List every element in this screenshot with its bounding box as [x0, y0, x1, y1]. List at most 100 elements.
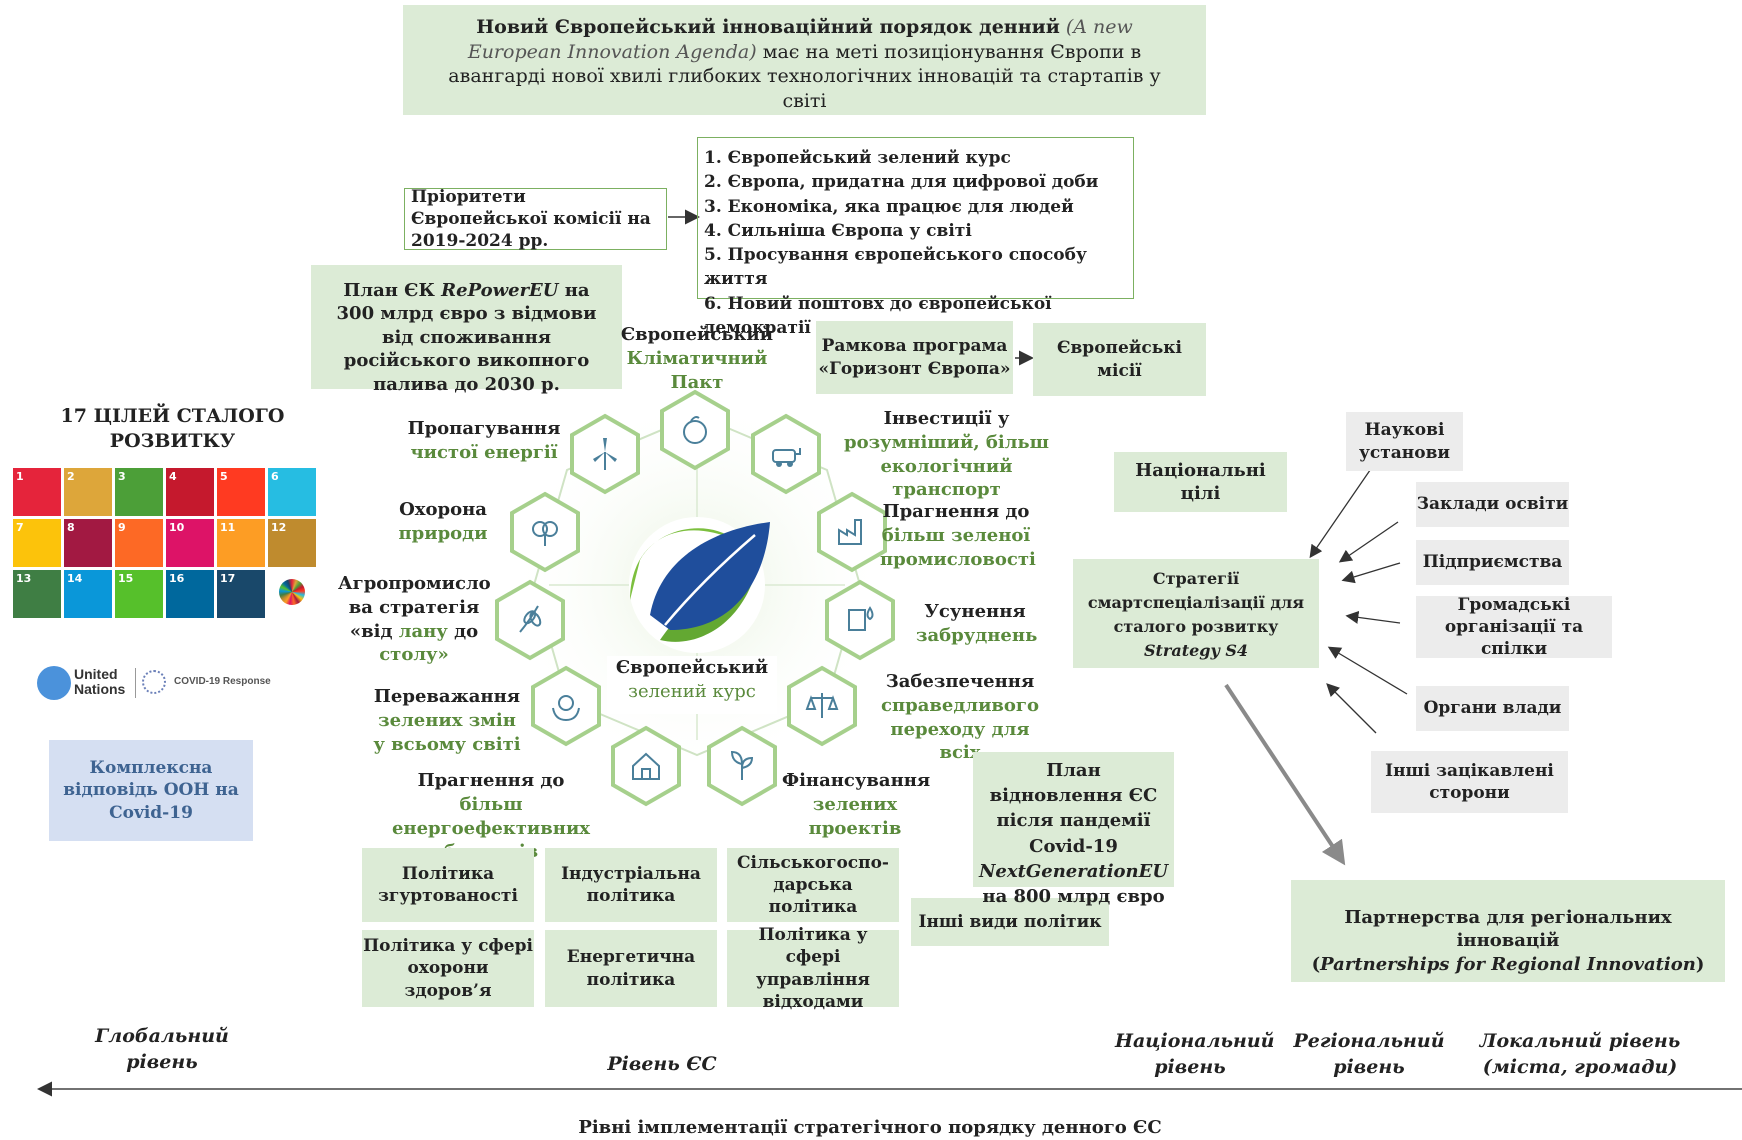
sdg-goal-tile: 3 — [115, 468, 163, 516]
industrial-policy-box: Індустріальна політика — [545, 848, 717, 922]
next-generation-eu-box: План відновлення ЄС після пандемії Covid… — [973, 752, 1174, 907]
green-deal-title: Європейський — [615, 657, 769, 678]
farm-text-b: до — [447, 620, 479, 642]
sdg-goal-tile: 2 — [64, 468, 112, 516]
level-local: Локальний рівень (міста, громади) — [1479, 1030, 1681, 1078]
level-national: Національний рівень — [1115, 1030, 1275, 1078]
pollution-title: Усунення — [924, 601, 1026, 622]
nature-subtitle: природи — [398, 522, 488, 544]
farm-text-green1: лану — [398, 620, 448, 642]
global-change-subtitle: зелених змін у всьому світі — [373, 709, 521, 755]
sdg-goal-tile: 4 — [166, 468, 214, 516]
waste-policy-box: Політика у сфері управління відходами — [727, 925, 899, 1012]
strategy-s4-description: Стратегії смартспеціалізації для сталого… — [1087, 569, 1305, 636]
industry-icon — [817, 491, 887, 573]
buildings-green1: більш — [459, 793, 523, 815]
sdg-goal-tile: 16 — [166, 570, 214, 618]
strategy-s4-name: Strategy S4 — [1143, 641, 1249, 660]
priority-item: 6. Новий поштовх до європейської демокра… — [704, 293, 1052, 339]
commission-priorities-label: Пріоритети Європейської комісії на 2019-… — [404, 187, 667, 251]
priority-item: 4. Сильніша Європа у світі — [704, 220, 972, 241]
sdg-goal-tile: 14 — [64, 570, 112, 618]
farm-to-fork-label: Агропромисло ва стратегія «від лану до с… — [338, 572, 491, 667]
stakeholder-authorities: Органи влади — [1416, 686, 1569, 731]
green-deal-center-caption: Європейський зелений курс — [607, 656, 777, 714]
finance-icon — [707, 725, 777, 807]
sdg-title: 17 ЦІЛЕЙ СТАЛОГО РОЗВИТКУ — [60, 405, 285, 453]
logo-divider — [135, 668, 136, 698]
partnerships-box: Партнерства для регіональних інновацій (… — [1291, 880, 1725, 982]
priorities-list: 1. Європейський зелений курс 2. Європа, … — [697, 137, 1134, 338]
sdg-goal-tile: 1 — [13, 468, 61, 516]
repowereu-box: План ЄК RePowerEU на 300 млрд євро з від… — [311, 265, 622, 395]
priority-item: 5. Просування європейського способу житт… — [704, 245, 1087, 290]
priority-item: 3. Економіка, яка працює для людей — [704, 196, 1074, 217]
agricultural-policy-box: Сільськогоспо-дарська політика — [727, 848, 899, 922]
next-gen-amount: на 800 млрд євро — [982, 885, 1165, 907]
repowereu-name: RePowerEU — [441, 280, 559, 301]
sdg-goal-tile: 17 — [217, 570, 265, 618]
un-emblem-icon — [37, 666, 71, 700]
farm-icon — [495, 579, 565, 661]
global-change-title: Переважання — [373, 686, 521, 707]
clean-energy-subtitle: чистої енергії — [410, 441, 558, 463]
stakeholder-civil-society: Громадські організації та спілки — [1416, 595, 1612, 659]
stakeholder-enterprises: Підприємства — [1416, 540, 1569, 585]
innovation-agenda-box: Новий Європейський інноваційний порядок … — [403, 5, 1206, 115]
national-goals-box: Національні цілі — [1114, 452, 1287, 512]
climate-pact-title: Європейський — [620, 324, 774, 345]
sdg-goal-tile: 9 — [115, 519, 163, 567]
nature-icon — [510, 491, 580, 573]
industry-subtitle: більш зеленої промисловості — [880, 524, 1036, 570]
covid-response-icon — [142, 670, 166, 694]
axis-title: Рівні імплементації стратегічного порядк… — [578, 1117, 1162, 1138]
strategy-s4-box: Стратегії смартспеціалізації для сталого… — [1073, 559, 1319, 668]
global-change-icon — [531, 665, 601, 747]
stakeholder-others: Інші зацікавлені сторони — [1371, 751, 1568, 813]
european-missions-box: Європейські місії — [1033, 323, 1206, 396]
farm-text-a: Агропромисло ва стратегія «від — [338, 573, 491, 642]
level-global: Глобальний рівень — [95, 1025, 229, 1073]
transport-icon — [751, 413, 821, 495]
farm-text-green2: столу» — [379, 644, 449, 666]
clean-energy-title: Пропагування — [407, 418, 561, 439]
agenda-english-title: (A new European Innovation Agenda) — [467, 16, 1133, 63]
stakeholder-research-institutions: Наукові установи — [1346, 412, 1463, 471]
just-transition-title: Забезпечення — [885, 671, 1035, 692]
sdg-goal-tile: 12 — [268, 519, 316, 567]
transport-subtitle: розумніший, більш екологічний транспорт — [844, 431, 1049, 501]
sdg-goal-tile: 10 — [166, 519, 214, 567]
sdg-goal-tile: 6 — [268, 468, 316, 516]
next-gen-name: NextGenerationEU — [978, 860, 1169, 882]
stakeholder-education: Заклади освіти — [1416, 482, 1569, 527]
pollution-subtitle: забруднень — [916, 624, 1038, 646]
climate-pact-icon — [660, 389, 730, 471]
priority-item: 1. Європейський зелений курс — [704, 148, 1011, 168]
level-eu: Рівень ЄС — [607, 1053, 717, 1075]
next-gen-description: План відновлення ЄС після пандемії Covid… — [989, 760, 1158, 857]
climate-pact-subtitle: Кліматичний Пакт — [626, 347, 768, 393]
just-transition-icon — [787, 665, 857, 747]
un-response-box: Комплексна відповідь ООН на Covid-19 — [49, 740, 253, 841]
agenda-title: Новий Європейський інноваційний порядок … — [476, 16, 1060, 38]
un-label: United Nations — [74, 666, 126, 697]
level-regional: Регіональний рівень — [1293, 1030, 1445, 1078]
buildings-icon — [611, 725, 681, 807]
pollution-icon — [825, 579, 895, 661]
industry-title: Прагнення до — [882, 501, 1030, 522]
repowereu-post: на 300 млрд євро з відмови від споживанн… — [336, 280, 597, 395]
nature-title: Охорона — [399, 499, 487, 520]
partnerships-title: Партнерства для регіональних інновацій — [1344, 907, 1672, 952]
partnerships-english-name: Partnerships for Regional Innovation — [1320, 953, 1696, 975]
green-deal-subtitle: зелений курс — [628, 681, 756, 703]
just-transition-subtitle: справедливого переходу для всіх — [881, 694, 1039, 764]
energy-policy-box: Енергетична політика — [545, 930, 717, 1007]
